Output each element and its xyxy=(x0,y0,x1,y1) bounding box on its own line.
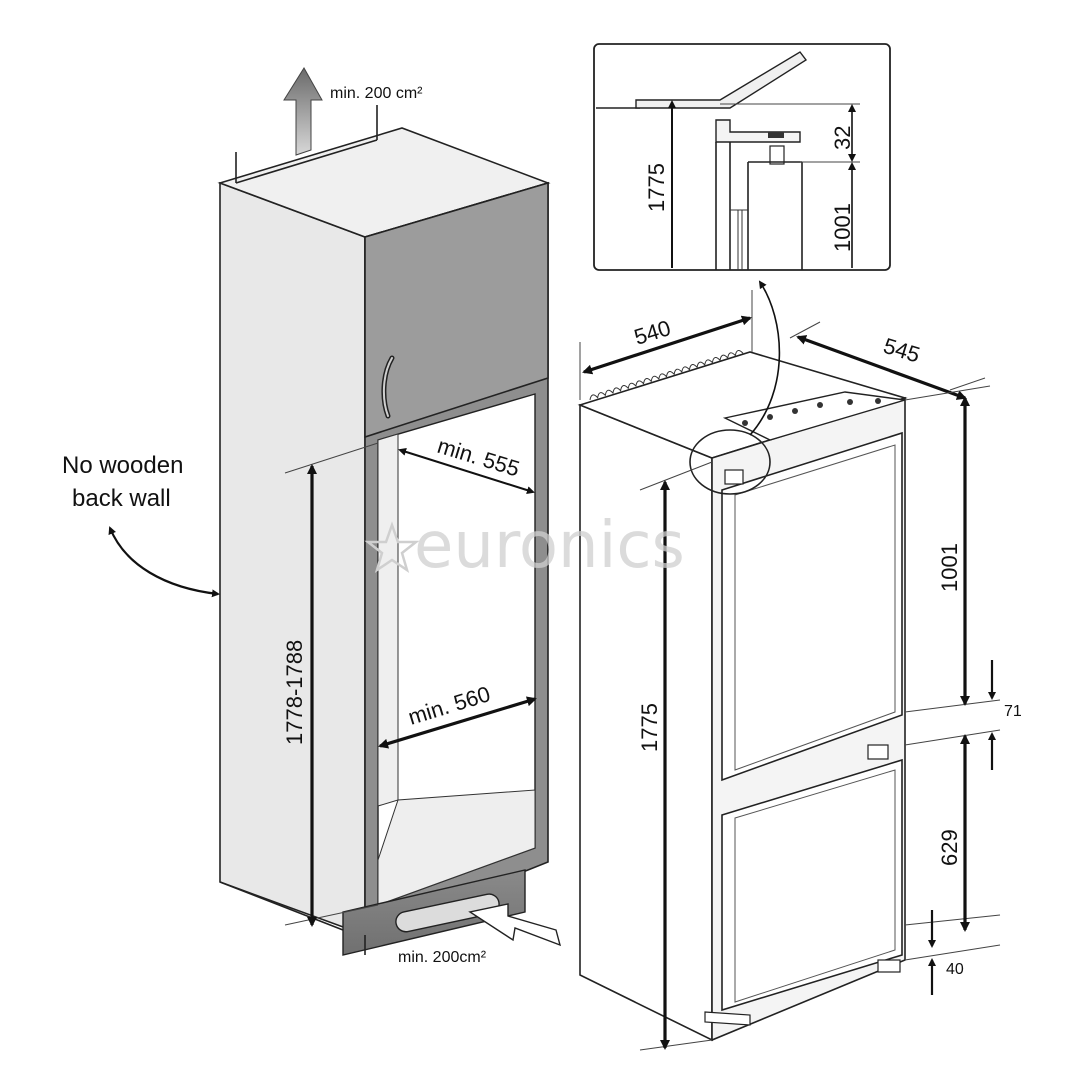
back-wall-note-line2: back wall xyxy=(72,485,171,512)
freezer-height-label: 629 xyxy=(937,829,962,866)
niche-width-dim-line xyxy=(378,696,537,749)
watermark: euronics xyxy=(364,509,685,583)
width-dim-line xyxy=(582,315,752,375)
detail-profile-lines xyxy=(715,142,803,270)
gap-extension-line xyxy=(904,729,1001,746)
detail-height-label: 1775 xyxy=(644,163,669,212)
bottom-hinge xyxy=(877,959,901,973)
niche-height-extension-lines xyxy=(284,442,379,926)
cabinet-niche-inner-wall xyxy=(377,433,399,807)
height-label: 1775 xyxy=(637,703,662,752)
detail-callout-arrow xyxy=(749,280,781,436)
detail-seal-lines xyxy=(730,209,748,270)
middle-hinge xyxy=(867,744,889,760)
detail-inset: 1775 32 1001 xyxy=(593,43,891,271)
top-vent-arrow-icon xyxy=(283,67,323,156)
depth-dim-line xyxy=(796,335,967,400)
watermark-text: euronics xyxy=(414,509,685,583)
niche-height-label: 1778-1788 xyxy=(282,640,307,745)
height-extension-lines xyxy=(639,461,713,1051)
detail-hinge-arm xyxy=(635,51,808,109)
top-hinge xyxy=(724,469,744,485)
freezer-door xyxy=(721,758,903,1012)
bottom-vent-label: min. 200cm² xyxy=(398,949,487,966)
bottom-vent-arrow-icon xyxy=(468,903,562,947)
clearance-extension-line xyxy=(904,944,1001,961)
top-vent-label: min. 200 cm² xyxy=(330,85,423,102)
cabinet-side-panel xyxy=(219,181,366,937)
fridge-height-label: 1001 xyxy=(937,543,962,592)
back-wall-note-line1: No wooden xyxy=(62,452,183,479)
cabinet-lower-edges xyxy=(219,881,366,955)
freezer-door-inner xyxy=(734,769,896,1003)
detail-callout-circle xyxy=(689,429,771,495)
fridge-door xyxy=(721,431,903,782)
cabinet-upper-door xyxy=(364,181,549,439)
cabinet-top-back-edge xyxy=(235,105,378,184)
clearance-label: 40 xyxy=(946,961,964,978)
plinth-vent-slot xyxy=(395,893,500,933)
niche-depth-dim-line xyxy=(398,447,535,495)
width-extension-lines xyxy=(579,290,753,400)
cabinet-niche-floor xyxy=(377,789,536,906)
fridge-height-extension-lines xyxy=(904,385,1001,713)
appliance-foot xyxy=(704,1011,751,1026)
detail-screw-shaft xyxy=(769,145,785,165)
back-wall-pointer-arrow xyxy=(108,526,220,598)
detail-screw-head xyxy=(768,132,784,138)
fridge-door-inner xyxy=(734,444,896,771)
depth-label: 545 xyxy=(881,333,923,368)
detail-door-label: 1001 xyxy=(830,203,855,252)
appliance: 540 545 1775 1001 71 629 40 xyxy=(577,280,1022,1051)
watermark-star-icon xyxy=(364,521,420,573)
freezer-height-extension-line xyxy=(904,914,1001,926)
gap-label: 71 xyxy=(1004,703,1022,720)
detail-offset-label: 32 xyxy=(830,126,855,150)
